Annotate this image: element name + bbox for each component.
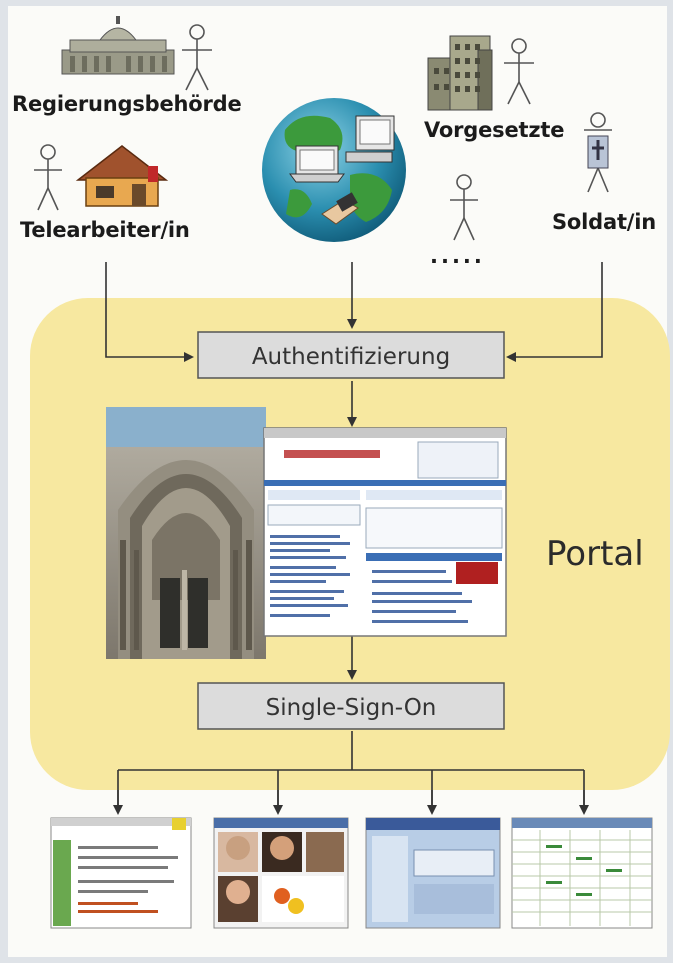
person-icon-supervisor <box>504 38 534 105</box>
cathedral-portal-image <box>106 407 266 659</box>
globe-network-icon <box>262 98 406 242</box>
portal-label: Portal <box>546 534 644 574</box>
authentication-box: Authentifizierung <box>197 331 505 379</box>
house-icon <box>75 145 169 207</box>
single-sign-on-box: Single-Sign-On <box>197 682 505 730</box>
application-thumbnail-3 <box>365 817 501 929</box>
actor-label-government: Regierungsbehörde <box>12 92 242 116</box>
portal-webpage-screenshot <box>263 427 507 637</box>
office-building-icon <box>427 35 493 111</box>
application-thumbnail-4 <box>511 817 653 929</box>
military-cross-icon <box>587 135 609 169</box>
authentication-label: Authentifizierung <box>252 344 450 370</box>
actor-label-others: ..... <box>430 244 485 268</box>
single-sign-on-label: Single-Sign-On <box>266 695 437 721</box>
actor-label-supervisors: Vorgesetzte <box>424 118 565 142</box>
person-icon-teleworker <box>34 144 62 211</box>
input-arrows <box>105 262 603 815</box>
application-thumbnail-1 <box>50 817 192 929</box>
government-building-icon <box>61 16 175 75</box>
person-icon-soldier <box>584 112 612 193</box>
person-icon-government <box>182 24 212 91</box>
person-icon-others <box>450 174 478 241</box>
actor-label-teleworker: Telearbeiter/in <box>20 218 190 242</box>
actor-label-soldier: Soldat/in <box>552 210 657 234</box>
application-thumbnail-2 <box>213 817 349 929</box>
